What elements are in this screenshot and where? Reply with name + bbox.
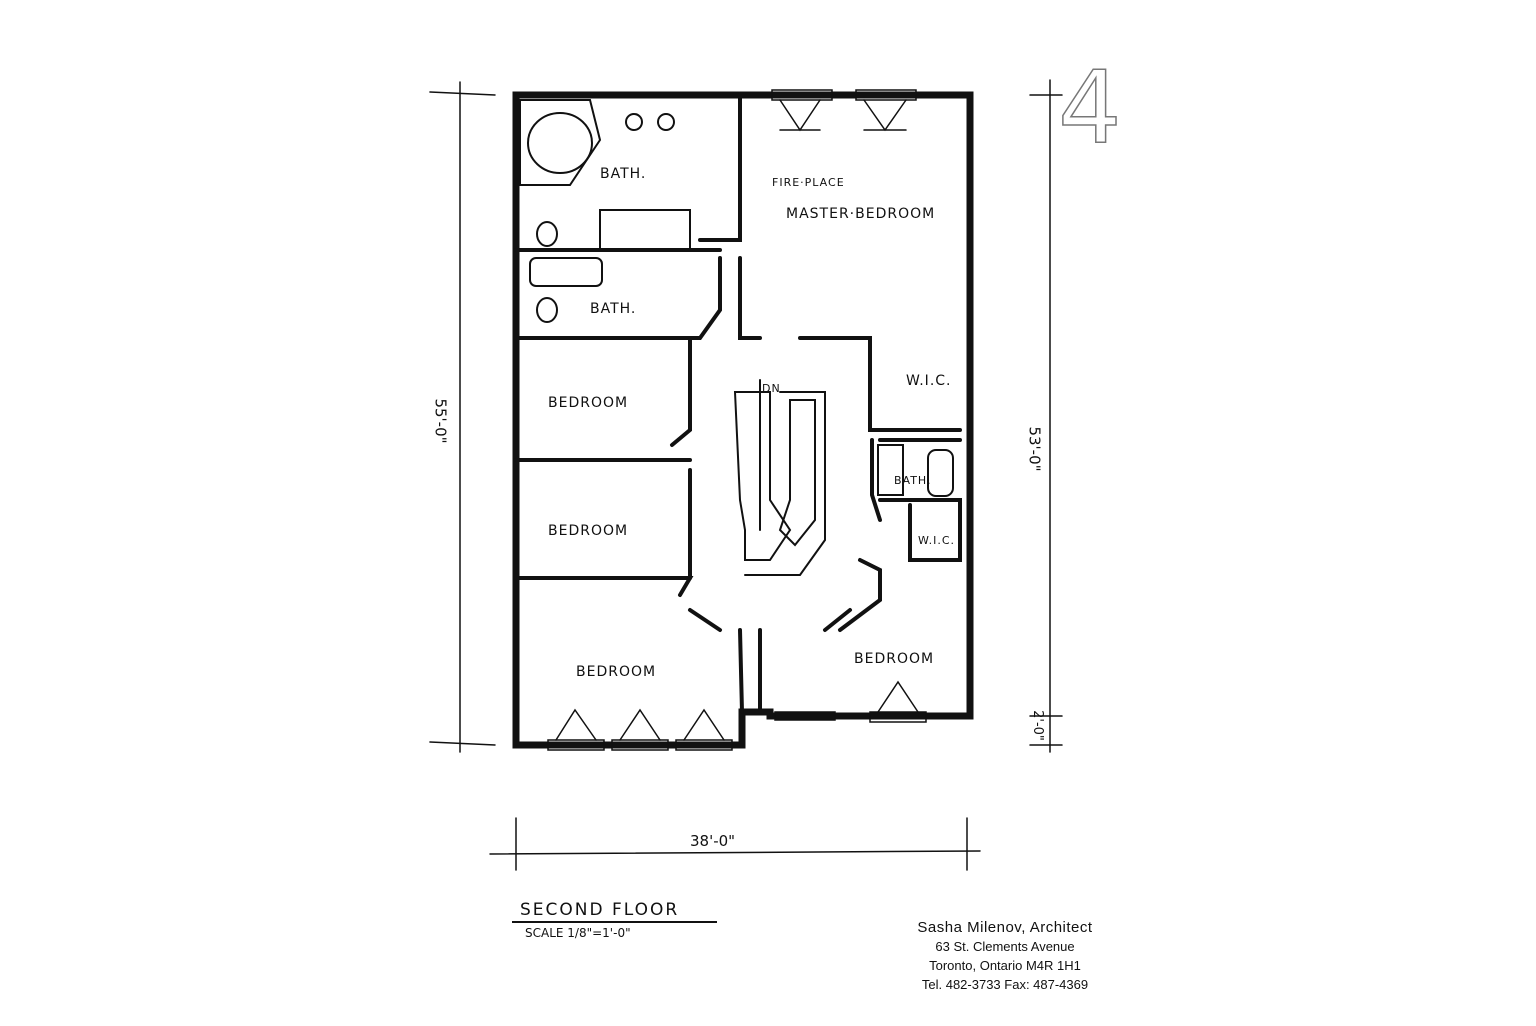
dimension-right-offset: 2'-0" [1029,710,1045,741]
room-label-master-bedroom: MASTER·BEDROOM [786,206,936,222]
room-label-bath-small: BATH. [894,474,932,487]
architect-phone: Tel. 482-3733 Fax: 487-4369 [921,977,1089,992]
room-label-wic-master: W.I.C. [906,373,952,389]
interior-walls [514,93,962,714]
room-label-bath-master: BATH. [600,166,647,182]
room-label-wic-small: W.I.C. [918,534,956,547]
sheet-number: 4 [1057,49,1122,166]
staircase [733,379,826,576]
title-underline [512,921,717,923]
room-label-bedroom-3: BEDROOM [576,664,657,680]
exterior-walls [512,91,974,749]
room-label-bath-hall: BATH. [590,301,637,317]
architect-block: Sasha Milenov, Architect 63 St. Clements… [880,918,1130,994]
dimension-left-height: 55'-0" [431,398,450,444]
architect-city: Toronto, Ontario M4R 1H1 [929,958,1081,973]
dimension-right-height: 53'-0" [1025,426,1044,472]
architect-name: Sasha Milenov, Architect [917,919,1093,936]
stair-down-label: DN [762,382,781,395]
dimension-lines [429,79,1063,871]
room-label-bedroom-2: BEDROOM [548,523,629,539]
architect-address: 63 St. Clements Avenue [935,939,1075,954]
drawing-scale: SCALE 1/8"=1'-0" [525,926,631,940]
room-label-bedroom-4: BEDROOM [854,651,935,667]
room-label-bedroom-1: BEDROOM [548,395,629,411]
dimension-bottom-width: 38'-0" [690,832,736,850]
fixtures [519,99,954,497]
room-label-fireplace: FIRE·PLACE [772,176,845,189]
drawing-title: SECOND FLOOR [512,900,717,923]
windows [547,89,927,751]
drawing-title-text: SECOND FLOOR [520,900,680,920]
